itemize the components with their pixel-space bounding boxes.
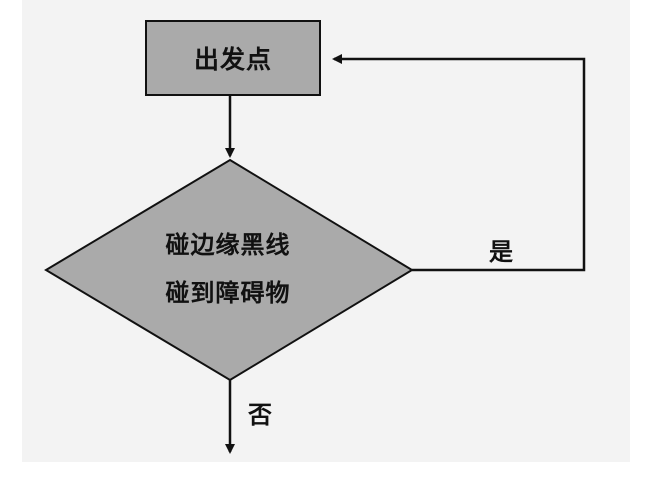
no-branch-label: 否 <box>248 401 272 429</box>
yes-branch-label: 是 <box>489 238 513 266</box>
decision-node-text: 碰边缘黑线 碰到障碍物 <box>128 221 328 317</box>
decision-condition-1: 碰边缘黑线 <box>165 231 291 259</box>
start-node-label: 出发点 <box>193 45 272 74</box>
decision-condition-2: 碰到障碍物 <box>165 279 291 307</box>
arrow-yes-loop <box>332 54 586 272</box>
start-node: 出发点 <box>145 20 321 96</box>
